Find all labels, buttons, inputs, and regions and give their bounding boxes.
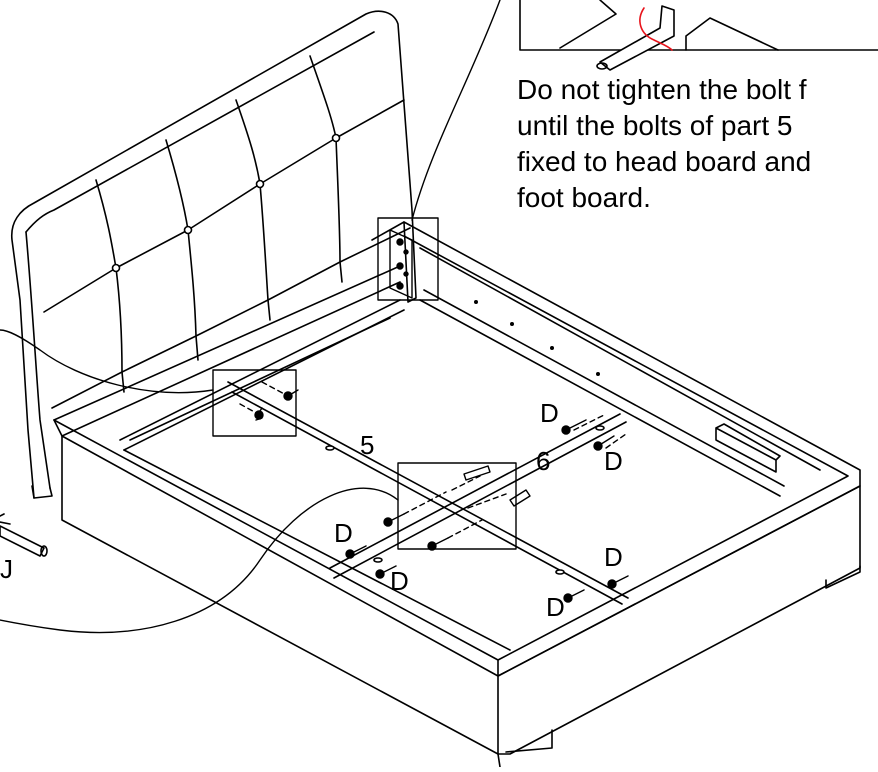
detail-callouts (0, 0, 517, 634)
hardware-d-label: D (546, 592, 565, 622)
labels: 5 6 D D D D D D J (0, 398, 623, 622)
tufting-col-3 (235, 99, 271, 321)
assembly-note: Do not tighten the bolt f until the bolt… (517, 72, 878, 216)
headboard (10, 10, 417, 499)
note-line: fixed to head board and (517, 146, 812, 177)
bolt-icon (563, 589, 585, 603)
bolt-icon (509, 489, 531, 507)
tufting-buttons (111, 133, 341, 273)
bolt-icon (254, 407, 264, 421)
callout-curve-left (0, 329, 214, 394)
beam-5 (227, 381, 629, 605)
tool-shaft-lines (0, 513, 11, 525)
bolt-icon (375, 565, 397, 579)
bolt-icon (593, 435, 615, 451)
inset-block-right (685, 17, 779, 51)
foot-board (53, 419, 499, 755)
bracket-bolts (396, 238, 409, 290)
frame-rails (53, 221, 861, 768)
detail-box-left (212, 369, 297, 437)
hardware-d-label: D (390, 566, 409, 596)
bolt-icon (345, 545, 367, 559)
callout-curve-top (411, 0, 501, 221)
detail-box-center (397, 462, 517, 550)
hardware-d-label: D (540, 398, 559, 428)
bolt-icon (383, 513, 405, 527)
headboard-outline (10, 10, 417, 499)
callout-curve-bottom (0, 487, 399, 634)
left-rail (53, 265, 401, 437)
part-5-label: 5 (360, 430, 374, 460)
right-rail (403, 221, 861, 677)
headboard-inner-top (25, 31, 375, 233)
bolt-icon (561, 419, 587, 435)
detached-block (715, 423, 781, 473)
bolt-icon (607, 575, 629, 589)
allen-key-icon (596, 5, 675, 71)
rail-holes (474, 300, 600, 376)
note-line: until the bolts of part 5 (517, 110, 793, 141)
inset-frame (519, 0, 878, 51)
bolt-icon (427, 537, 449, 551)
tool-j-detail (0, 513, 48, 557)
beam-slots (325, 425, 605, 575)
tufting-line-lower (51, 227, 411, 409)
bolt-icon (463, 465, 491, 481)
tufting-col-4 (309, 55, 343, 283)
tufting-col-2 (165, 139, 199, 361)
leg-right (825, 565, 861, 589)
note-line: foot board. (517, 182, 651, 213)
beam-6 (329, 413, 627, 579)
allen-key-icon (0, 525, 45, 557)
leg-front (497, 729, 553, 768)
left-rail-bracket (119, 299, 405, 451)
note-line: Do not tighten the bolt f (517, 74, 807, 105)
inset-block-left (559, 0, 617, 49)
inset-detail (519, 0, 878, 71)
bolts (239, 381, 629, 603)
detail-box-bracket-top (377, 217, 439, 301)
center-beams (119, 289, 785, 605)
right-rail-inner (419, 247, 821, 471)
allen-key-end (40, 545, 48, 557)
tufting-col-1 (95, 179, 125, 393)
hardware-d-label: D (604, 542, 623, 572)
corner-bracket (389, 229, 413, 299)
hardware-d-label: D (334, 518, 353, 548)
hardware-d-label: D (604, 446, 623, 476)
headboard-leg (31, 485, 53, 499)
alignment-dashes (239, 381, 627, 539)
right-rail-bracket (419, 289, 785, 497)
inner-floor-line-right (123, 449, 511, 651)
tufting-line-upper (43, 99, 405, 313)
tightening-arrow (639, 7, 673, 51)
headboard-side-edge (25, 231, 51, 489)
part-6-label: 6 (536, 446, 550, 476)
tool-j-label: J (0, 554, 13, 584)
